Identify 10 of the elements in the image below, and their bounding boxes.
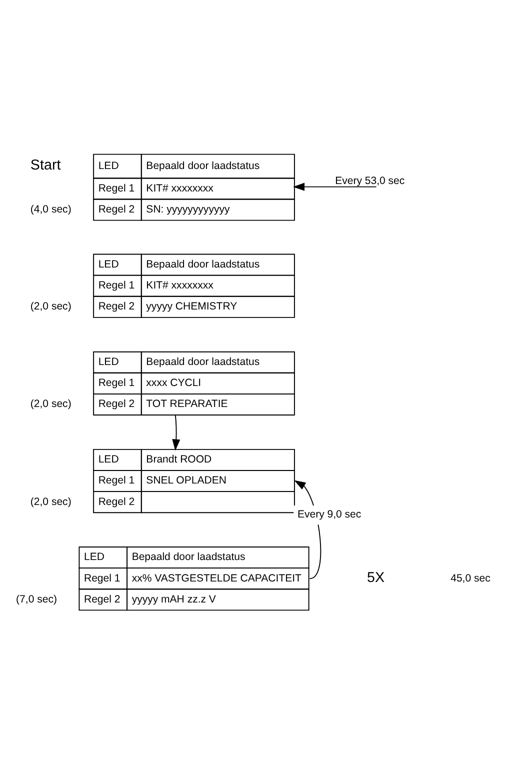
node-label: (2,0 sec) xyxy=(30,496,72,508)
node-label: (7,0 sec) xyxy=(16,593,57,606)
node-label: Start xyxy=(30,158,61,174)
edge-label: Every 53,0 sec xyxy=(335,174,405,187)
label: 45,0 sec xyxy=(450,572,490,584)
node-label: (2,0 sec) xyxy=(30,300,72,313)
node-label: (2,0 sec) xyxy=(30,398,72,410)
label: 5X xyxy=(367,570,385,586)
node-label: (4,0 sec) xyxy=(30,203,72,216)
edge-label: Every 9,0 sec xyxy=(297,508,362,521)
